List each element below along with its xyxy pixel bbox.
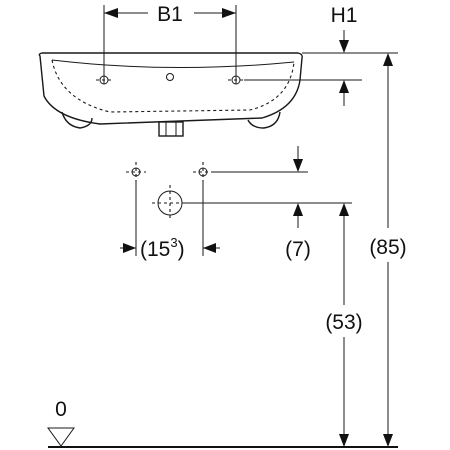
h1-arrow-top [339,40,349,53]
basin-rim-line [51,59,295,69]
basin-right-bracket [247,111,281,129]
floor-level-marker: 0 [47,398,398,448]
h1-label: H1 [331,4,358,27]
outlet-height-dimension: (53) [325,203,363,447]
overall-height-label: (85) [369,236,406,259]
outlet-height-label: (53) [325,311,362,334]
basin-outline [38,52,303,125]
offset-arrow-top [293,159,303,172]
waste-outlet [158,121,184,137]
basin-left-bracket [61,111,93,129]
tap-spacing-arrow-right [203,243,216,253]
supply-point-left [126,162,146,182]
tap-spacing-dimension: (153) [120,235,220,261]
overall-height-arrow-top [383,53,393,66]
b1-arrow-left [104,8,118,18]
washbasin [38,52,303,137]
offset-arrow-bottom [293,203,303,216]
b1-dimension: B1 [103,3,237,84]
overall-height-dimension: (85) [369,53,407,447]
floor-level-label: 0 [55,398,67,421]
overflow-hole [166,73,174,81]
floor-level-triangle [47,427,75,447]
h1-arrow-bottom [339,80,349,93]
supply-point-right [193,162,213,182]
outlet-height-arrow-top [339,203,349,216]
h1-dimension: H1 [244,4,398,106]
b1-arrow-right [222,8,236,18]
b1-label: B1 [157,3,183,26]
outlet-height-arrow-bottom [339,434,349,447]
overall-height-arrow-bottom [383,434,393,447]
outlet-offset-dimension: (7) [182,146,352,261]
outlet-offset-label: (7) [285,238,311,261]
tap-spacing-arrow-left [123,243,136,253]
tap-spacing-label: (153) [140,235,185,261]
